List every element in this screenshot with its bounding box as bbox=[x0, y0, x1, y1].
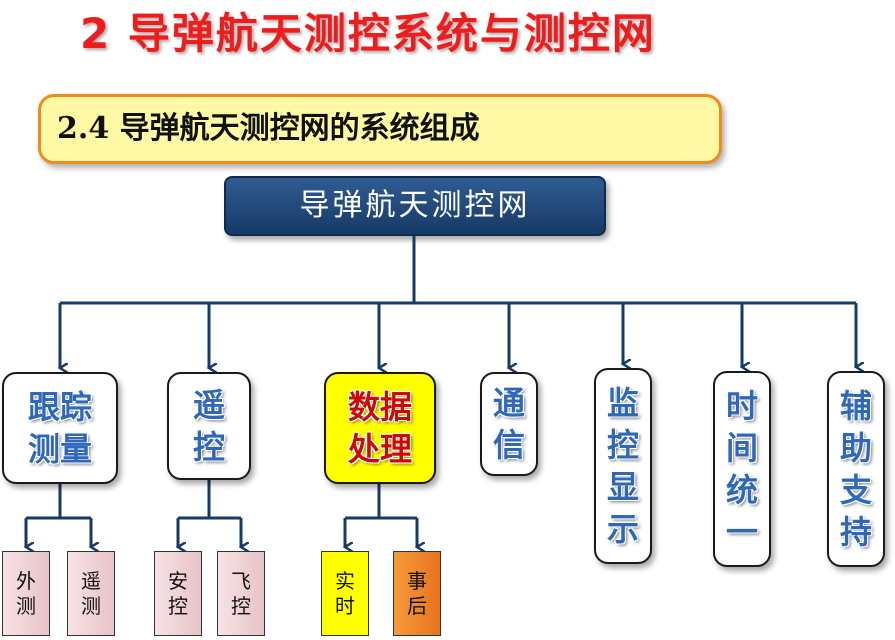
leaf-safety-control: 安 控 bbox=[154, 551, 202, 636]
section-heading: 2.4 导弹航天测控网的系统组成 bbox=[57, 111, 480, 146]
node-tracking-measurement-label: 跟踪 测量 bbox=[27, 388, 92, 468]
node-tracking-measurement: 跟踪 测量 bbox=[2, 372, 118, 484]
node-telecontrol-label: 遥 控 bbox=[192, 386, 225, 466]
node-data-processing: 数据 处理 bbox=[324, 372, 436, 484]
node-monitor-display-label: 监 控 显 示 bbox=[606, 384, 639, 548]
leaf-realtime: 实 时 bbox=[321, 551, 369, 636]
slide-title: 2 导弹航天测控系统与测控网 bbox=[80, 9, 656, 58]
node-communication-label: 通 信 bbox=[492, 384, 525, 464]
root-node: 导弹航天测控网 bbox=[224, 176, 606, 236]
leaf-flight-control: 飞 控 bbox=[217, 551, 265, 636]
node-communication: 通 信 bbox=[480, 372, 538, 476]
node-monitor-display: 监 控 显 示 bbox=[594, 368, 652, 564]
leaf-external-measurement: 外 测 bbox=[2, 551, 50, 636]
node-data-processing-label: 数据 处理 bbox=[347, 388, 412, 468]
node-auxiliary-support-label: 辅 助 支 持 bbox=[839, 387, 872, 551]
leaf-telemetry: 遥 测 bbox=[67, 551, 115, 636]
node-time-unification: 时 间 统 一 bbox=[713, 371, 771, 567]
leaf-posthoc: 事 后 bbox=[393, 551, 441, 636]
section-heading-box: 2.4 导弹航天测控网的系统组成 bbox=[38, 94, 722, 164]
node-time-unification-label: 时 间 统 一 bbox=[725, 387, 758, 551]
node-auxiliary-support: 辅 助 支 持 bbox=[827, 371, 885, 567]
node-telecontrol: 遥 控 bbox=[167, 372, 251, 480]
